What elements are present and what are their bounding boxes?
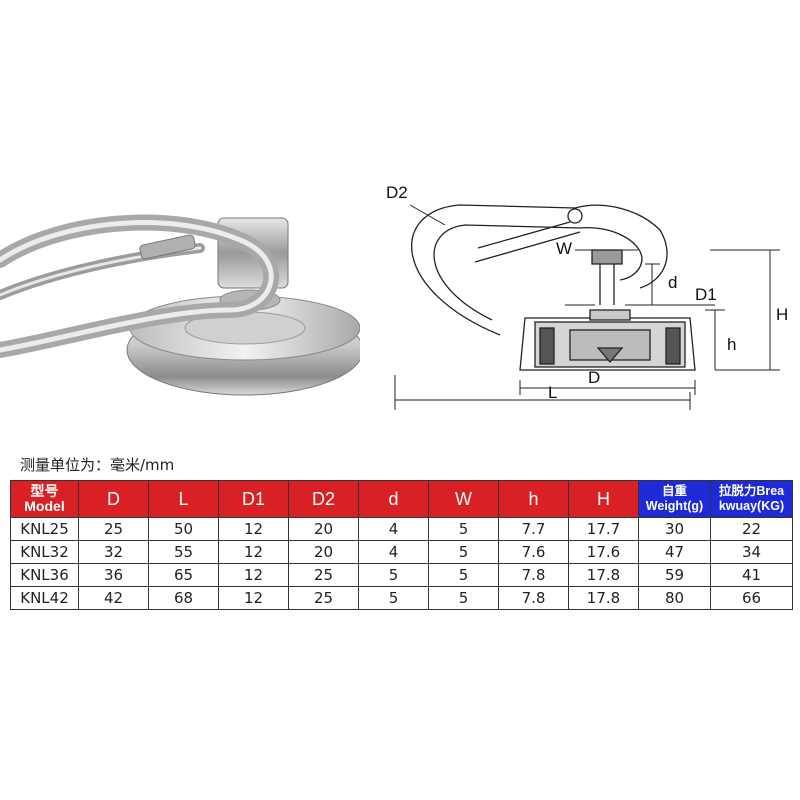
unit-caption: 测量单位为：毫米/mm bbox=[20, 456, 175, 474]
value-cell: 65 bbox=[148, 563, 219, 587]
value-cell: 17.7 bbox=[568, 517, 639, 541]
model-cell: KNL25 bbox=[10, 517, 79, 541]
value-cell: 66 bbox=[710, 586, 793, 610]
value-cell: 17.8 bbox=[568, 586, 639, 610]
value-cell: 17.8 bbox=[568, 563, 639, 587]
value-cell: 80 bbox=[638, 586, 711, 610]
column-header-line1: D1 bbox=[241, 488, 265, 509]
value-cell: 7.8 bbox=[498, 586, 569, 610]
value-cell: 12 bbox=[218, 517, 289, 541]
value-cell: 4 bbox=[358, 517, 429, 541]
value-cell: 5 bbox=[428, 517, 499, 541]
label-d: d bbox=[668, 273, 677, 292]
column-header: W bbox=[428, 480, 499, 518]
label-L: L bbox=[548, 383, 557, 402]
value-cell: 30 bbox=[638, 517, 711, 541]
column-header: L bbox=[148, 480, 219, 518]
column-header: H bbox=[568, 480, 639, 518]
column-header: d bbox=[358, 480, 429, 518]
column-header-line1: 拉脱力Brea bbox=[718, 484, 785, 498]
column-header-line1: H bbox=[597, 488, 610, 509]
dimension-diagram: D2 W d D1 H h D L bbox=[386, 183, 788, 410]
column-header: D1 bbox=[218, 480, 289, 518]
model-cell: KNL36 bbox=[10, 563, 79, 587]
value-cell: 4 bbox=[358, 540, 429, 564]
column-header-line2: Weight(g) bbox=[645, 499, 704, 513]
value-cell: 55 bbox=[148, 540, 219, 564]
value-cell: 7.6 bbox=[498, 540, 569, 564]
column-header-line1: W bbox=[455, 488, 472, 509]
label-D2: D2 bbox=[386, 183, 408, 202]
value-cell: 12 bbox=[218, 586, 289, 610]
value-cell: 22 bbox=[710, 517, 793, 541]
column-header-line1: 自重 bbox=[661, 484, 687, 498]
model-cell: KNL42 bbox=[10, 586, 79, 610]
column-header: D2 bbox=[288, 480, 359, 518]
value-cell: 47 bbox=[638, 540, 711, 564]
product-photo bbox=[0, 214, 360, 396]
value-cell: 5 bbox=[428, 563, 499, 587]
value-cell: 12 bbox=[218, 563, 289, 587]
value-cell: 17.6 bbox=[568, 540, 639, 564]
column-header-line1: h bbox=[528, 488, 539, 509]
value-cell: 68 bbox=[148, 586, 219, 610]
value-cell: 5 bbox=[358, 586, 429, 610]
value-cell: 7.8 bbox=[498, 563, 569, 587]
column-header-line1: D bbox=[107, 488, 120, 509]
value-cell: 5 bbox=[428, 586, 499, 610]
column-header-line1: d bbox=[388, 488, 399, 509]
column-header: h bbox=[498, 480, 569, 518]
value-cell: 59 bbox=[638, 563, 711, 587]
value-cell: 7.7 bbox=[498, 517, 569, 541]
column-header-line1: L bbox=[178, 488, 189, 509]
label-W: W bbox=[556, 239, 572, 258]
label-D: D bbox=[588, 368, 600, 387]
column-header-line1: D2 bbox=[311, 488, 335, 509]
value-cell: 20 bbox=[288, 517, 359, 541]
value-cell: 50 bbox=[148, 517, 219, 541]
value-cell: 34 bbox=[710, 540, 793, 564]
value-cell: 32 bbox=[78, 540, 149, 564]
column-header-line2: kwuay(KG) bbox=[718, 499, 785, 513]
value-cell: 12 bbox=[218, 540, 289, 564]
column-header-line2: Model bbox=[24, 498, 65, 514]
value-cell: 5 bbox=[428, 540, 499, 564]
model-cell: KNL32 bbox=[10, 540, 79, 564]
value-cell: 41 bbox=[710, 563, 793, 587]
label-h: h bbox=[727, 335, 736, 354]
value-cell: 42 bbox=[78, 586, 149, 610]
value-cell: 20 bbox=[288, 540, 359, 564]
column-header: D bbox=[78, 480, 149, 518]
value-cell: 5 bbox=[358, 563, 429, 587]
label-H: H bbox=[776, 305, 788, 324]
value-cell: 25 bbox=[288, 586, 359, 610]
value-cell: 25 bbox=[78, 517, 149, 541]
column-header-line1: 型号 bbox=[30, 483, 59, 499]
label-D1: D1 bbox=[695, 285, 717, 304]
value-cell: 36 bbox=[78, 563, 149, 587]
value-cell: 25 bbox=[288, 563, 359, 587]
